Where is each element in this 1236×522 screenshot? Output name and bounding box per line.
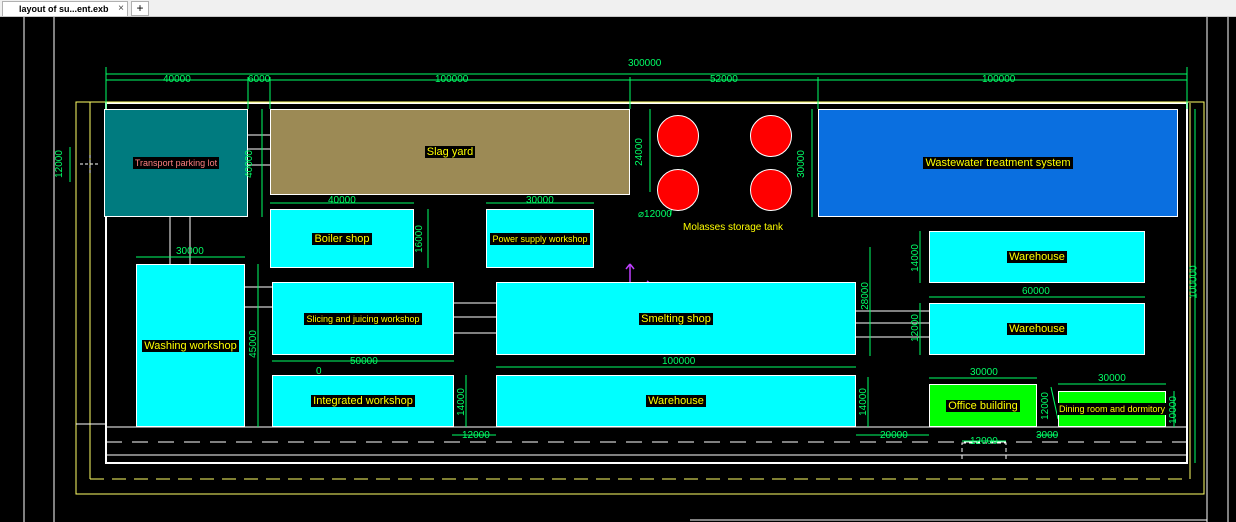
dim-warehouse-mid-width: 60000 — [1022, 286, 1050, 297]
wastewater-label: Wastewater treatment system — [923, 157, 1073, 169]
dim-52000: 52000 — [710, 74, 738, 85]
office-building[interactable]: Office building — [929, 384, 1037, 427]
office-building-label: Office building — [946, 399, 1020, 412]
dim-warehouse-mid-height: 12000 — [909, 314, 921, 342]
dim-smelting-width: 100000 — [662, 356, 696, 367]
slag-yard[interactable]: Slag yard — [270, 109, 630, 195]
washing-workshop-label: Washing workshop — [142, 339, 239, 352]
dim-warehouse-main-height: 14000 — [857, 388, 869, 416]
dim-parking-12000: 12000 — [53, 150, 65, 178]
dim-right-100000: 100000 — [1188, 265, 1200, 299]
dim-warehouse-top-height: 14000 — [909, 244, 921, 272]
dim-smelting-height: 28000 — [859, 282, 871, 310]
dim-road-20000: 20000 — [880, 430, 908, 441]
transport-parking-lot[interactable]: Transport parking lot — [104, 109, 248, 217]
dim-6000: 6000 — [248, 74, 271, 85]
warehouse-main[interactable]: Warehouse — [496, 375, 856, 427]
molasses-tank-label: Molasses storage tank — [683, 222, 784, 233]
dim-dining-height: 10000 — [1167, 396, 1179, 424]
dim-boiler-height: 16000 — [413, 225, 425, 253]
document-tab[interactable]: layout of su...ent.exb × — [2, 1, 128, 16]
warehouse-middle-label: Warehouse — [1007, 323, 1067, 335]
integrated-workshop[interactable]: Integrated workshop — [272, 375, 454, 427]
integrated-workshop-label: Integrated workshop — [311, 395, 415, 407]
slicing-juicing-label: Slicing and juicing workshop — [304, 312, 422, 325]
dim-boiler-width: 40000 — [328, 195, 356, 206]
new-tab-button[interactable]: + — [131, 1, 149, 16]
dim-washing-height: 45000 — [247, 330, 259, 358]
dining-room-dormitory[interactable]: Dining room and dormitory — [1056, 391, 1168, 427]
dim-office-width: 30000 — [970, 367, 998, 378]
tab-bar: layout of su...ent.exb × + — [0, 0, 1236, 17]
dim-slag-24000: 24000 — [633, 138, 645, 166]
washing-workshop[interactable]: Washing workshop — [136, 264, 245, 427]
dim-gate-12000: 12000 — [970, 436, 998, 447]
warehouse-top[interactable]: Warehouse — [929, 231, 1145, 283]
dim-office-height: 12000 — [1039, 392, 1051, 420]
dining-dormitory-label: Dining room and dormitory — [1056, 403, 1168, 415]
slicing-juicing-workshop[interactable]: Slicing and juicing workshop — [272, 282, 454, 355]
boiler-shop-label: Boiler shop — [312, 232, 372, 245]
wastewater-treatment-system[interactable]: Wastewater treatment system — [818, 109, 1178, 217]
molasses-tank-2[interactable] — [750, 115, 792, 157]
molasses-tank-1[interactable] — [657, 115, 699, 157]
dim-power-width: 30000 — [526, 195, 554, 206]
warehouse-main-label: Warehouse — [646, 395, 706, 407]
dim-40000: 40000 — [163, 74, 191, 85]
dim-gate-3000: 3000 — [1036, 430, 1059, 441]
dim-parking-40000: 40000 — [243, 150, 255, 178]
boiler-shop[interactable]: Boiler shop — [270, 209, 414, 268]
dim-wastewater-30000: 30000 — [795, 150, 807, 178]
transport-parking-lot-label: Transport parking lot — [132, 157, 220, 169]
molasses-tank-3[interactable] — [657, 169, 699, 211]
drawing-canvas[interactable]: Transport parking lot Slag yard Wastewat… — [0, 17, 1236, 522]
dim-tank-diameter: ⌀12000 — [638, 209, 672, 220]
power-supply-label: Power supply workshop — [490, 232, 590, 245]
molasses-tank-4[interactable] — [750, 169, 792, 211]
dim-100000-b: 100000 — [982, 74, 1016, 85]
dim-road-12000: 12000 — [462, 430, 490, 441]
smelting-shop[interactable]: Smelting shop — [496, 282, 856, 355]
warehouse-top-label: Warehouse — [1007, 251, 1067, 263]
slag-yard-label: Slag yard — [424, 146, 476, 158]
smelting-shop-label: Smelting shop — [639, 312, 713, 325]
tab-title: layout of su...ent.exb — [19, 4, 109, 14]
dim-100000-a: 100000 — [435, 74, 469, 85]
dim-integrated-height: 14000 — [455, 388, 467, 416]
dim-washing-width: 30000 — [176, 246, 204, 257]
warehouse-middle[interactable]: Warehouse — [929, 303, 1145, 355]
dim-total-width: 300000 — [628, 58, 662, 69]
close-tab-icon[interactable]: × — [118, 3, 124, 14]
power-supply-workshop[interactable]: Power supply workshop — [486, 209, 594, 268]
dim-dining-width: 30000 — [1098, 373, 1126, 384]
linework — [23, 17, 1229, 522]
dim-zero: 0 — [316, 366, 322, 377]
dim-slicing-width: 50000 — [350, 356, 378, 367]
